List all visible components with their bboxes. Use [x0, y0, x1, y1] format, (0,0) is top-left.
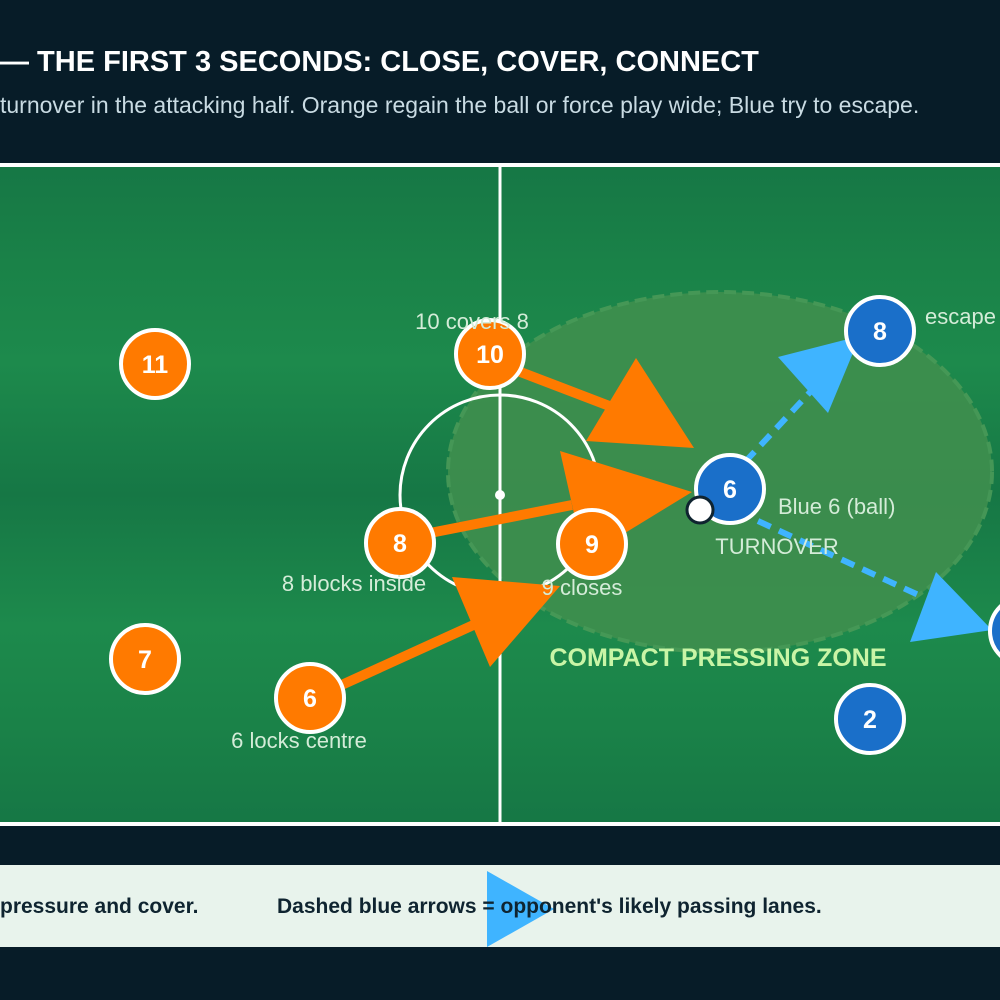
player-token: [109, 623, 181, 695]
player-label: escape: [925, 304, 996, 329]
pass-lane-arrowhead-to-right: [910, 572, 992, 642]
zone-label: COMPACT PRESSING ZONE: [549, 644, 886, 672]
passing-lanes: [742, 336, 992, 642]
player-token: [834, 683, 906, 755]
player-orange-7: 7: [109, 623, 181, 695]
diagram-subtitle: turnover in the attacking half. Orange r…: [0, 92, 920, 118]
arrowhead-10-cover: [586, 358, 694, 448]
player-token: [844, 295, 916, 367]
player-token: [274, 662, 346, 734]
arrow-6-lock: [332, 617, 483, 693]
player-number: 6: [723, 476, 737, 504]
player-orange-6: 6: [274, 662, 346, 734]
ball: [685, 495, 715, 525]
arrow-8-block: [429, 500, 573, 538]
player-label: 9 closes: [542, 575, 623, 600]
player-number: 8: [873, 318, 887, 346]
legend-arrow-icon: [487, 871, 554, 947]
player-token: [556, 508, 628, 580]
player-number: 6: [303, 685, 317, 713]
player-label: 8 blocks inside: [282, 571, 426, 596]
centre-spot: [495, 490, 505, 500]
player-orange-10: 10: [454, 318, 526, 390]
arrow-10-cover: [508, 363, 614, 412]
player-token: [364, 507, 436, 579]
player-number: 9: [585, 531, 599, 559]
player-token: [119, 328, 191, 400]
pressing-arrows: [332, 358, 694, 693]
legend-bar: pressure and cover. Dashed blue arrows =…: [0, 865, 1000, 947]
diagram-title: — THE FIRST 3 SECONDS: CLOSE, COVER, CON…: [0, 46, 759, 78]
pass-lane-to-8: [742, 387, 815, 465]
player-number: 10: [476, 341, 504, 369]
player-number: 2: [863, 706, 877, 734]
pass-lane-arrowhead-to-8: [778, 336, 860, 413]
players-layer: 11 10 10 covers 8 8 8 blocks inside 9 9 closes…: [109, 295, 1000, 755]
player-blue-edge: [988, 604, 1000, 658]
player-number: 7: [138, 646, 152, 674]
legend-pressure-text: pressure and cover.: [0, 895, 199, 918]
arrowhead-6-lock: [452, 577, 560, 667]
player-orange-8: 8: [364, 507, 436, 579]
legend-passing-lanes-text: Dashed blue arrows = opponent's likely p…: [277, 895, 822, 918]
player-number: 8: [393, 530, 407, 558]
player-blue-8: 8: [844, 295, 916, 367]
player-token: [988, 604, 1000, 658]
player-token: [454, 318, 526, 390]
player-label: 6 locks centre: [231, 728, 367, 753]
pass-lane-to-right: [756, 518, 927, 601]
player-orange-9: 9: [556, 508, 628, 580]
player-number: 11: [142, 351, 169, 379]
player-label: Blue 6 (ball): [778, 494, 895, 519]
turnover-label: TURNOVER: [715, 534, 838, 559]
player-blue-2: 2: [834, 683, 906, 755]
player-orange-11: 11: [119, 328, 191, 400]
player-label: 10 covers 8: [415, 309, 529, 334]
